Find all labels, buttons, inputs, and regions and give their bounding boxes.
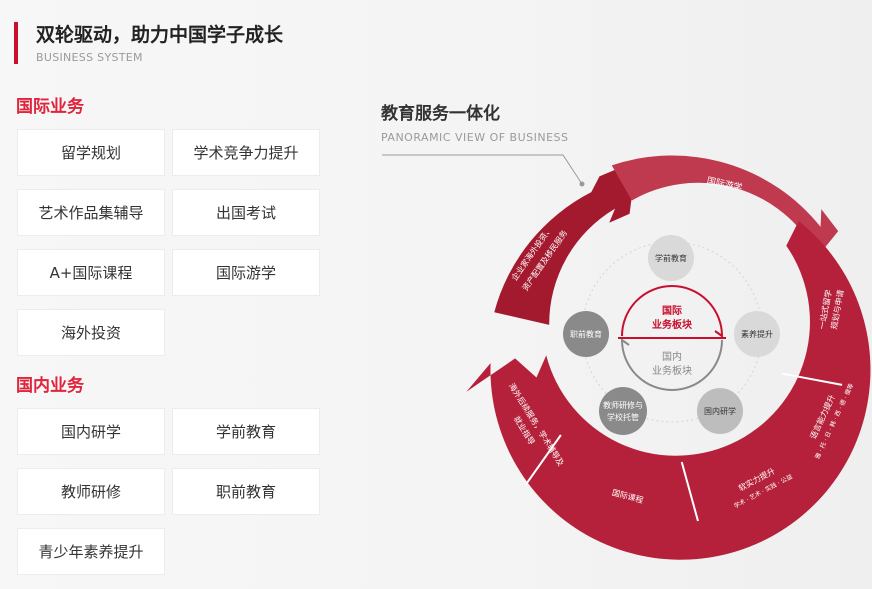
service-card-art-portfolio[interactable]: 艺术作品集辅导 bbox=[17, 189, 165, 236]
diagram-title: 教育服务一体化 bbox=[381, 104, 500, 124]
node-vocational bbox=[563, 311, 609, 357]
service-card-academic[interactable]: 学术竞争力提升 bbox=[172, 129, 320, 176]
pointer-line bbox=[382, 154, 583, 185]
ring-divider bbox=[524, 434, 562, 486]
service-card-study-abroad[interactable]: 留学规划 bbox=[17, 129, 165, 176]
service-card-domestic-study[interactable]: 国内研学 bbox=[17, 408, 165, 455]
node-preschool bbox=[648, 235, 694, 281]
node-domestic-study bbox=[697, 388, 743, 434]
service-card-a-plus-courses[interactable]: A+国际课程 bbox=[17, 249, 165, 296]
core-arrow-international bbox=[621, 285, 724, 338]
service-card-youth-literacy[interactable]: 青少年素养提升 bbox=[17, 528, 165, 575]
page-title: 双轮驱动，助力中国学子成长 bbox=[36, 24, 284, 46]
domestic-heading: 国内业务 bbox=[16, 376, 84, 396]
node-quality bbox=[734, 311, 780, 357]
diagram-subtitle: PANORAMIC VIEW OF BUSINESS bbox=[381, 131, 569, 144]
international-heading: 国际业务 bbox=[16, 97, 84, 117]
core-international-line1: 国际 bbox=[662, 305, 682, 317]
ring-divider bbox=[680, 461, 699, 522]
node-teacher bbox=[599, 387, 647, 435]
node-teacher-line1: 教师研修与 bbox=[603, 400, 643, 410]
node-domestic-study-label: 国内研学 bbox=[704, 406, 736, 416]
page-subtitle: BUSINESS SYSTEM bbox=[36, 51, 143, 64]
ring-segment-study-tour bbox=[611, 155, 839, 260]
core-international-line2: 业务板块 bbox=[652, 318, 693, 331]
core-arrow-domestic bbox=[620, 338, 723, 391]
service-card-exams[interactable]: 出国考试 bbox=[172, 189, 320, 236]
node-vocational-label: 职前教育 bbox=[570, 329, 602, 339]
node-teacher-line2: 学校托管 bbox=[607, 412, 639, 422]
header-accent-bar bbox=[14, 22, 18, 64]
ring-segment-lower bbox=[466, 221, 871, 560]
node-preschool-label: 学前教育 bbox=[655, 253, 687, 263]
service-card-teacher-training[interactable]: 教师研修 bbox=[17, 468, 165, 515]
service-card-study-tour[interactable]: 国际游学 bbox=[172, 249, 320, 296]
pointer-dot bbox=[579, 181, 585, 187]
service-card-preschool[interactable]: 学前教育 bbox=[172, 408, 320, 455]
core-domestic-line1: 国内 bbox=[662, 350, 682, 363]
service-card-overseas-investment[interactable]: 海外投资 bbox=[17, 309, 165, 356]
ring-divider bbox=[781, 372, 843, 386]
ring-segment-enterprise bbox=[494, 160, 637, 325]
node-quality-label: 素养提升 bbox=[741, 329, 773, 339]
core-domestic-line2: 业务板块 bbox=[652, 364, 692, 377]
service-card-vocational[interactable]: 职前教育 bbox=[172, 468, 320, 515]
